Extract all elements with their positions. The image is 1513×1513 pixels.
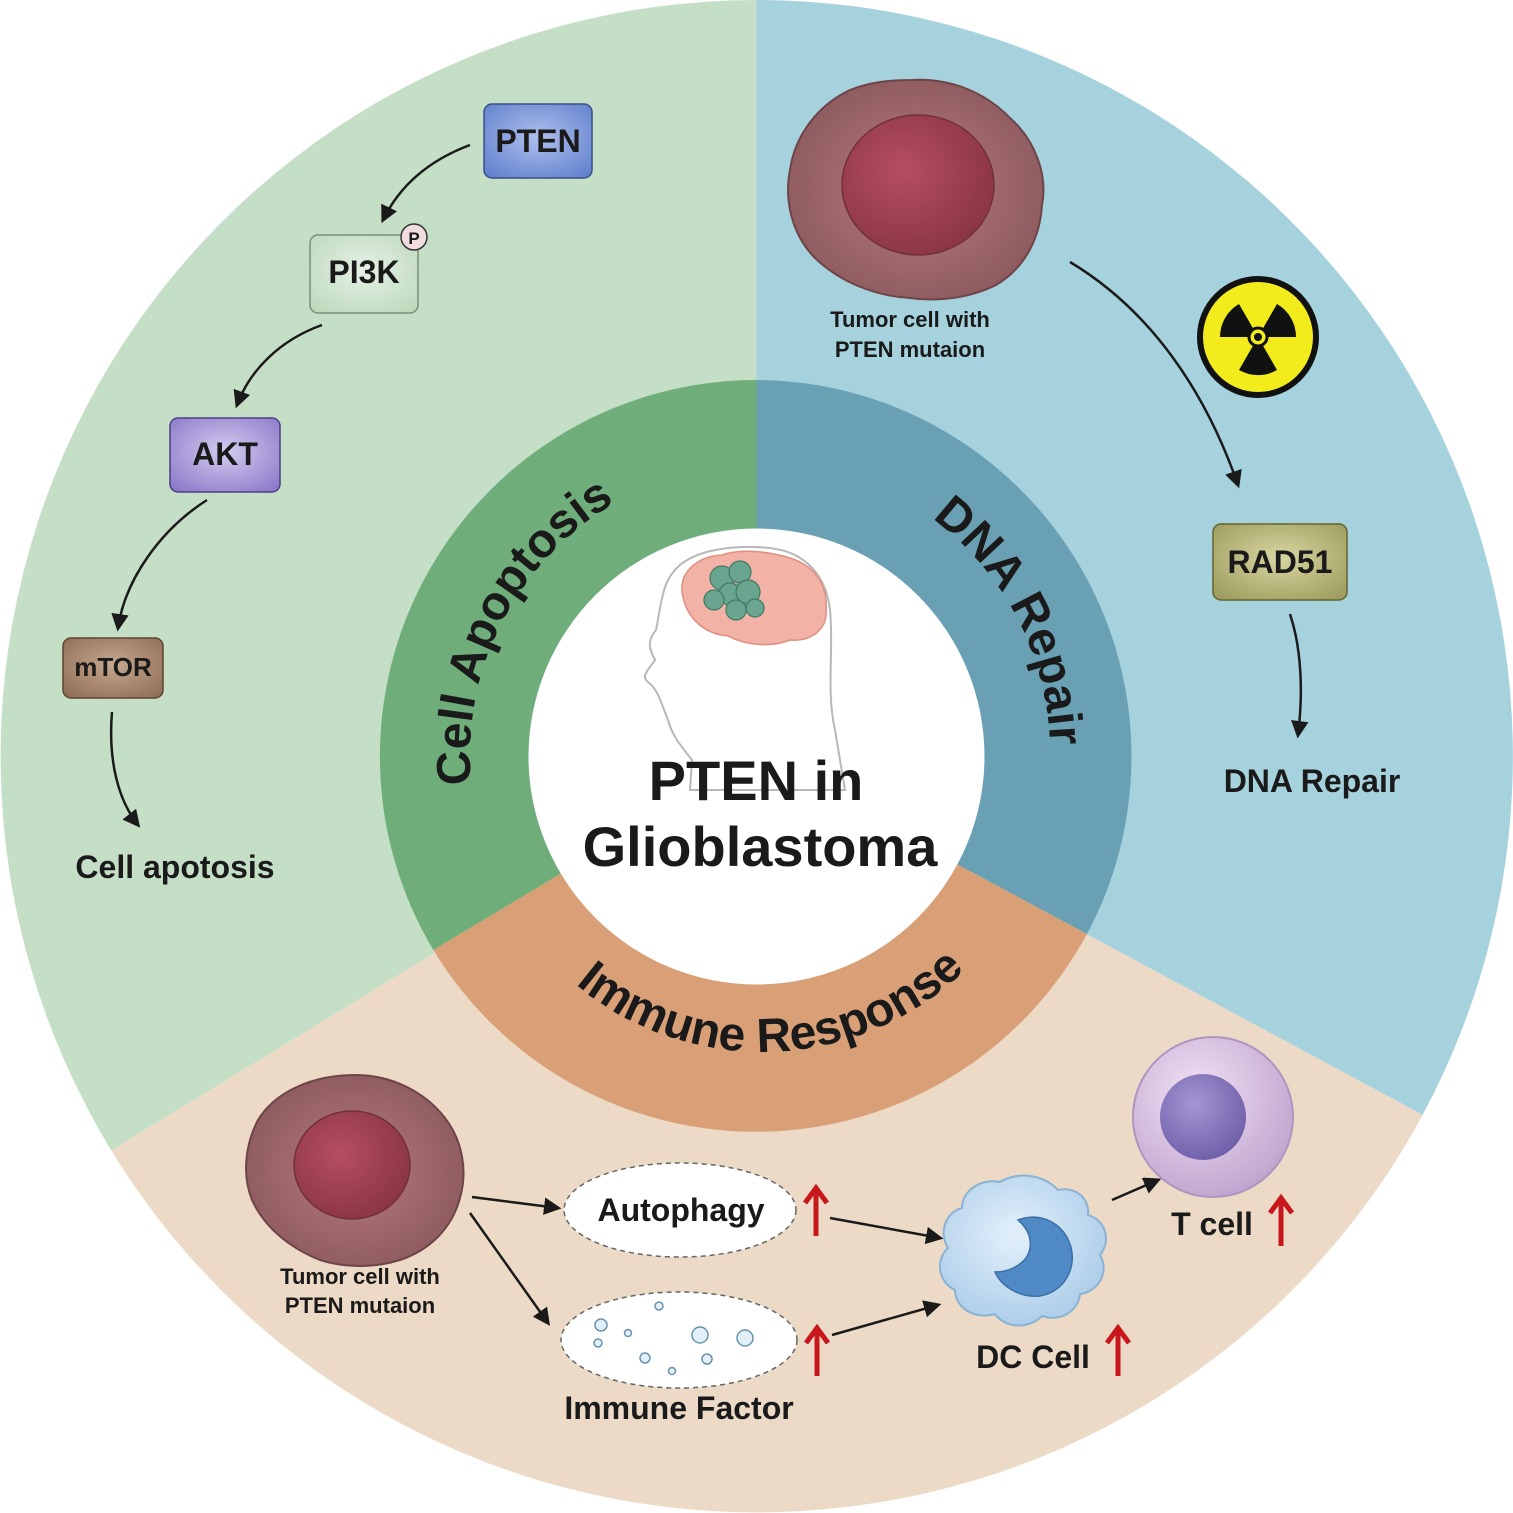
dc-cell-up-arrow	[1104, 1323, 1132, 1376]
tumor-cell-immune-icon	[245, 1073, 465, 1267]
center-title-line1: PTEN in	[649, 749, 864, 812]
mtor-label: mTOR	[74, 652, 152, 682]
immune-factor-label: Immune Factor	[564, 1390, 793, 1426]
immune-factor-bubble	[560, 1291, 798, 1389]
arrow-tumor-autophagy	[471, 1195, 562, 1215]
autophagy-bubble	[563, 1162, 797, 1258]
immune-factor-up-arrow	[803, 1323, 831, 1376]
dna-outcome-label: DNA Repair	[1224, 763, 1401, 799]
dna-repair-pathway: Tumor cell with PTEN mutaion RAD51 DNA R…	[787, 78, 1401, 799]
radiation-icon	[1197, 276, 1319, 398]
arrow-mtor-outcome	[109, 711, 141, 828]
rad51-node	[1212, 523, 1348, 601]
arrow-tumor-immune-factor	[468, 1212, 551, 1326]
head-brain-illustration	[644, 545, 847, 791]
dna-tumor-label-line2: PTEN mutaion	[835, 337, 985, 362]
immune-tumor-label-line2: PTEN mutaion	[285, 1293, 435, 1318]
autophagy-up-arrow	[802, 1183, 830, 1236]
phospho-label: P	[408, 229, 419, 248]
immune-factor-particles	[593, 1301, 754, 1376]
t-cell-label: T cell	[1171, 1206, 1253, 1242]
apoptosis-outcome-label: Cell apotosis	[75, 849, 274, 885]
brain-tumor-cluster	[703, 560, 765, 621]
pi3k-label: PI3K	[328, 254, 399, 290]
pi3k-node	[309, 234, 419, 314]
t-cell-up-arrow	[1267, 1193, 1295, 1246]
phospho-badge	[400, 223, 428, 251]
arrow-immune-factor-dc	[831, 1300, 942, 1337]
pten-node	[483, 103, 593, 179]
arrow-dc-tcell	[1111, 1177, 1162, 1202]
tumor-cell-dna-icon	[787, 78, 1045, 301]
arrow-rad51-outcome	[1288, 613, 1309, 739]
apoptosis-pathway: PTEN PI3K P AKT mTOR Cell apotosis	[62, 103, 593, 885]
arrow-tumor-rad51	[1069, 260, 1242, 489]
akt-node	[169, 417, 281, 493]
immune-tumor-label-line1: Tumor cell with	[280, 1264, 440, 1289]
arrow-autophagy-dc	[829, 1216, 944, 1245]
center-title-line2: Glioblastoma	[583, 815, 939, 878]
arrow-akt-mtor	[111, 498, 208, 632]
pten-label: PTEN	[495, 123, 580, 159]
inner-ring	[379, 379, 1132, 1132]
immune-sector	[111, 756, 1423, 1513]
arrow-pten-pi3k	[381, 143, 471, 224]
immune-pathway: Tumor cell with PTEN mutaion Autophagy I…	[245, 1036, 1295, 1426]
rad51-label: RAD51	[1228, 544, 1333, 580]
dc-cell-label: DC Cell	[976, 1339, 1090, 1375]
arrow-pi3k-akt	[233, 323, 323, 409]
akt-label: AKT	[192, 436, 258, 472]
autophagy-label: Autophagy	[597, 1192, 764, 1228]
dna-tumor-label-line1: Tumor cell with	[830, 307, 990, 332]
dc-cell-icon	[939, 1174, 1107, 1327]
t-cell-icon	[1132, 1036, 1294, 1198]
mtor-node	[62, 637, 164, 699]
